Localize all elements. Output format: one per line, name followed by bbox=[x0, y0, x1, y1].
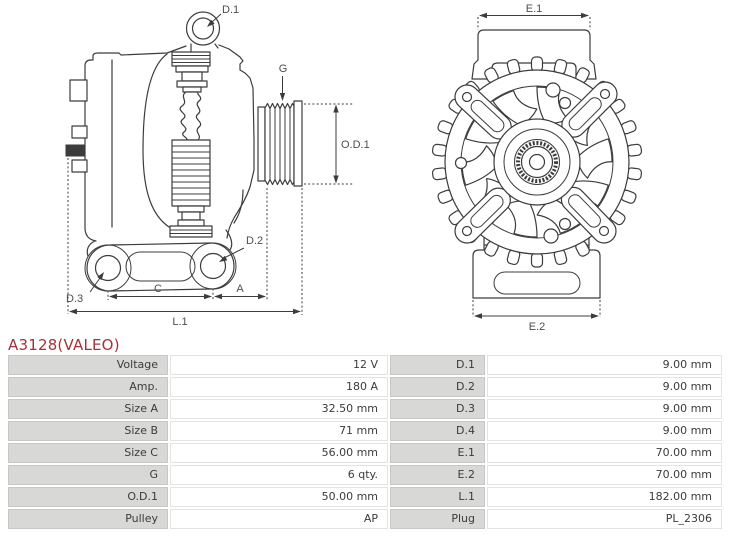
spec-label: E.1 bbox=[390, 443, 485, 463]
dimension-a: A bbox=[214, 283, 266, 300]
dim-label-c: C bbox=[154, 283, 162, 295]
dim-label-l1: L.1 bbox=[172, 316, 187, 328]
spec-label: D.3 bbox=[390, 399, 485, 419]
spec-value: 9.00 mm bbox=[487, 421, 722, 441]
dim-label-a: A bbox=[236, 283, 244, 295]
dimension-l1: L.1 bbox=[69, 308, 301, 328]
part-number-heading: A3128(VALEO) bbox=[8, 336, 120, 354]
spec-value: PL_2306 bbox=[487, 509, 722, 529]
spec-value: 180 A bbox=[170, 377, 388, 397]
spec-label: G bbox=[8, 465, 168, 485]
table-row: Size A 32.50 mm D.3 9.00 mm bbox=[8, 399, 722, 419]
spec-value: 182.00 mm bbox=[487, 487, 722, 507]
dimension-e2: E.2 bbox=[472, 300, 601, 333]
spline-teeth bbox=[516, 141, 558, 183]
front-view-drawing: E.1 bbox=[431, 3, 643, 333]
dim-label-d2: D.2 bbox=[246, 235, 263, 247]
callout-d3: D.3 bbox=[66, 272, 104, 305]
top-mounting-ear bbox=[185, 11, 221, 46]
technical-drawings: D.1 G O.D.1 D.2 D.3 C bbox=[65, 3, 643, 333]
table-row: Size B 71 mm D.4 9.00 mm bbox=[8, 421, 722, 441]
spec-value: 70.00 mm bbox=[487, 443, 722, 463]
dim-label-d3: D.3 bbox=[66, 293, 83, 305]
bottom-mounting-lugs bbox=[84, 229, 237, 292]
dimension-od1: O.D.1 bbox=[333, 104, 370, 184]
spec-label: Voltage bbox=[8, 355, 168, 375]
spec-label: Size B bbox=[8, 421, 168, 441]
dim-label-e1: E.1 bbox=[526, 3, 543, 15]
pulley bbox=[257, 100, 303, 187]
table-row: Amp. 180 A D.2 9.00 mm bbox=[8, 377, 722, 397]
spec-label: E.2 bbox=[390, 465, 485, 485]
spec-label: Amp. bbox=[8, 377, 168, 397]
spec-value: 9.00 mm bbox=[487, 399, 722, 419]
callout-g: G bbox=[279, 63, 288, 101]
spec-label: D.4 bbox=[390, 421, 485, 441]
dimension-c: C bbox=[109, 283, 212, 300]
spec-label: Pulley bbox=[8, 509, 168, 529]
table-row: Size C 56.00 mm E.1 70.00 mm bbox=[8, 443, 722, 463]
dimension-e1: E.1 bbox=[477, 3, 591, 30]
stator-fins bbox=[169, 51, 213, 238]
terminal-block bbox=[65, 144, 86, 157]
spec-label: Size A bbox=[8, 399, 168, 419]
spec-value: 56.00 mm bbox=[170, 443, 388, 463]
spec-value: 50.00 mm bbox=[170, 487, 388, 507]
callout-d1: D.1 bbox=[207, 4, 239, 27]
shaft-hub bbox=[493, 118, 581, 206]
face-holes bbox=[454, 82, 572, 244]
spec-value: AP bbox=[170, 509, 388, 529]
dim-label-od1: O.D.1 bbox=[341, 139, 370, 151]
table-row: G 6 qty. E.2 70.00 mm bbox=[8, 465, 722, 485]
spec-value: 6 qty. bbox=[170, 465, 388, 485]
table-row: Voltage 12 V D.1 9.00 mm bbox=[8, 355, 722, 375]
spec-label: Plug bbox=[390, 509, 485, 529]
mounting-arms bbox=[454, 81, 618, 244]
table-row: Pulley AP Plug PL_2306 bbox=[8, 509, 722, 529]
spec-label: O.D.1 bbox=[8, 487, 168, 507]
dim-label-g: G bbox=[279, 63, 288, 75]
spec-table: Voltage 12 V D.1 9.00 mm Amp. 180 A D.2 … bbox=[8, 355, 722, 531]
spec-value: 12 V bbox=[170, 355, 388, 375]
spec-value: 32.50 mm bbox=[170, 399, 388, 419]
side-view-drawing: D.1 G O.D.1 D.2 D.3 C bbox=[65, 4, 370, 328]
spec-label: L.1 bbox=[390, 487, 485, 507]
spec-value: 9.00 mm bbox=[487, 377, 722, 397]
spec-label: D.1 bbox=[390, 355, 485, 375]
spec-value: 9.00 mm bbox=[487, 355, 722, 375]
bottom-bracket bbox=[472, 227, 601, 299]
table-row: O.D.1 50.00 mm L.1 182.00 mm bbox=[8, 487, 722, 507]
connector-tabs bbox=[65, 79, 88, 173]
spec-label: Size C bbox=[8, 443, 168, 463]
spec-value: 71 mm bbox=[170, 421, 388, 441]
spec-value: 70.00 mm bbox=[487, 465, 722, 485]
callout-d2: D.2 bbox=[219, 235, 263, 262]
spec-label: D.2 bbox=[390, 377, 485, 397]
dim-label-e2: E.2 bbox=[529, 321, 546, 333]
dim-label-d1: D.1 bbox=[222, 4, 239, 16]
